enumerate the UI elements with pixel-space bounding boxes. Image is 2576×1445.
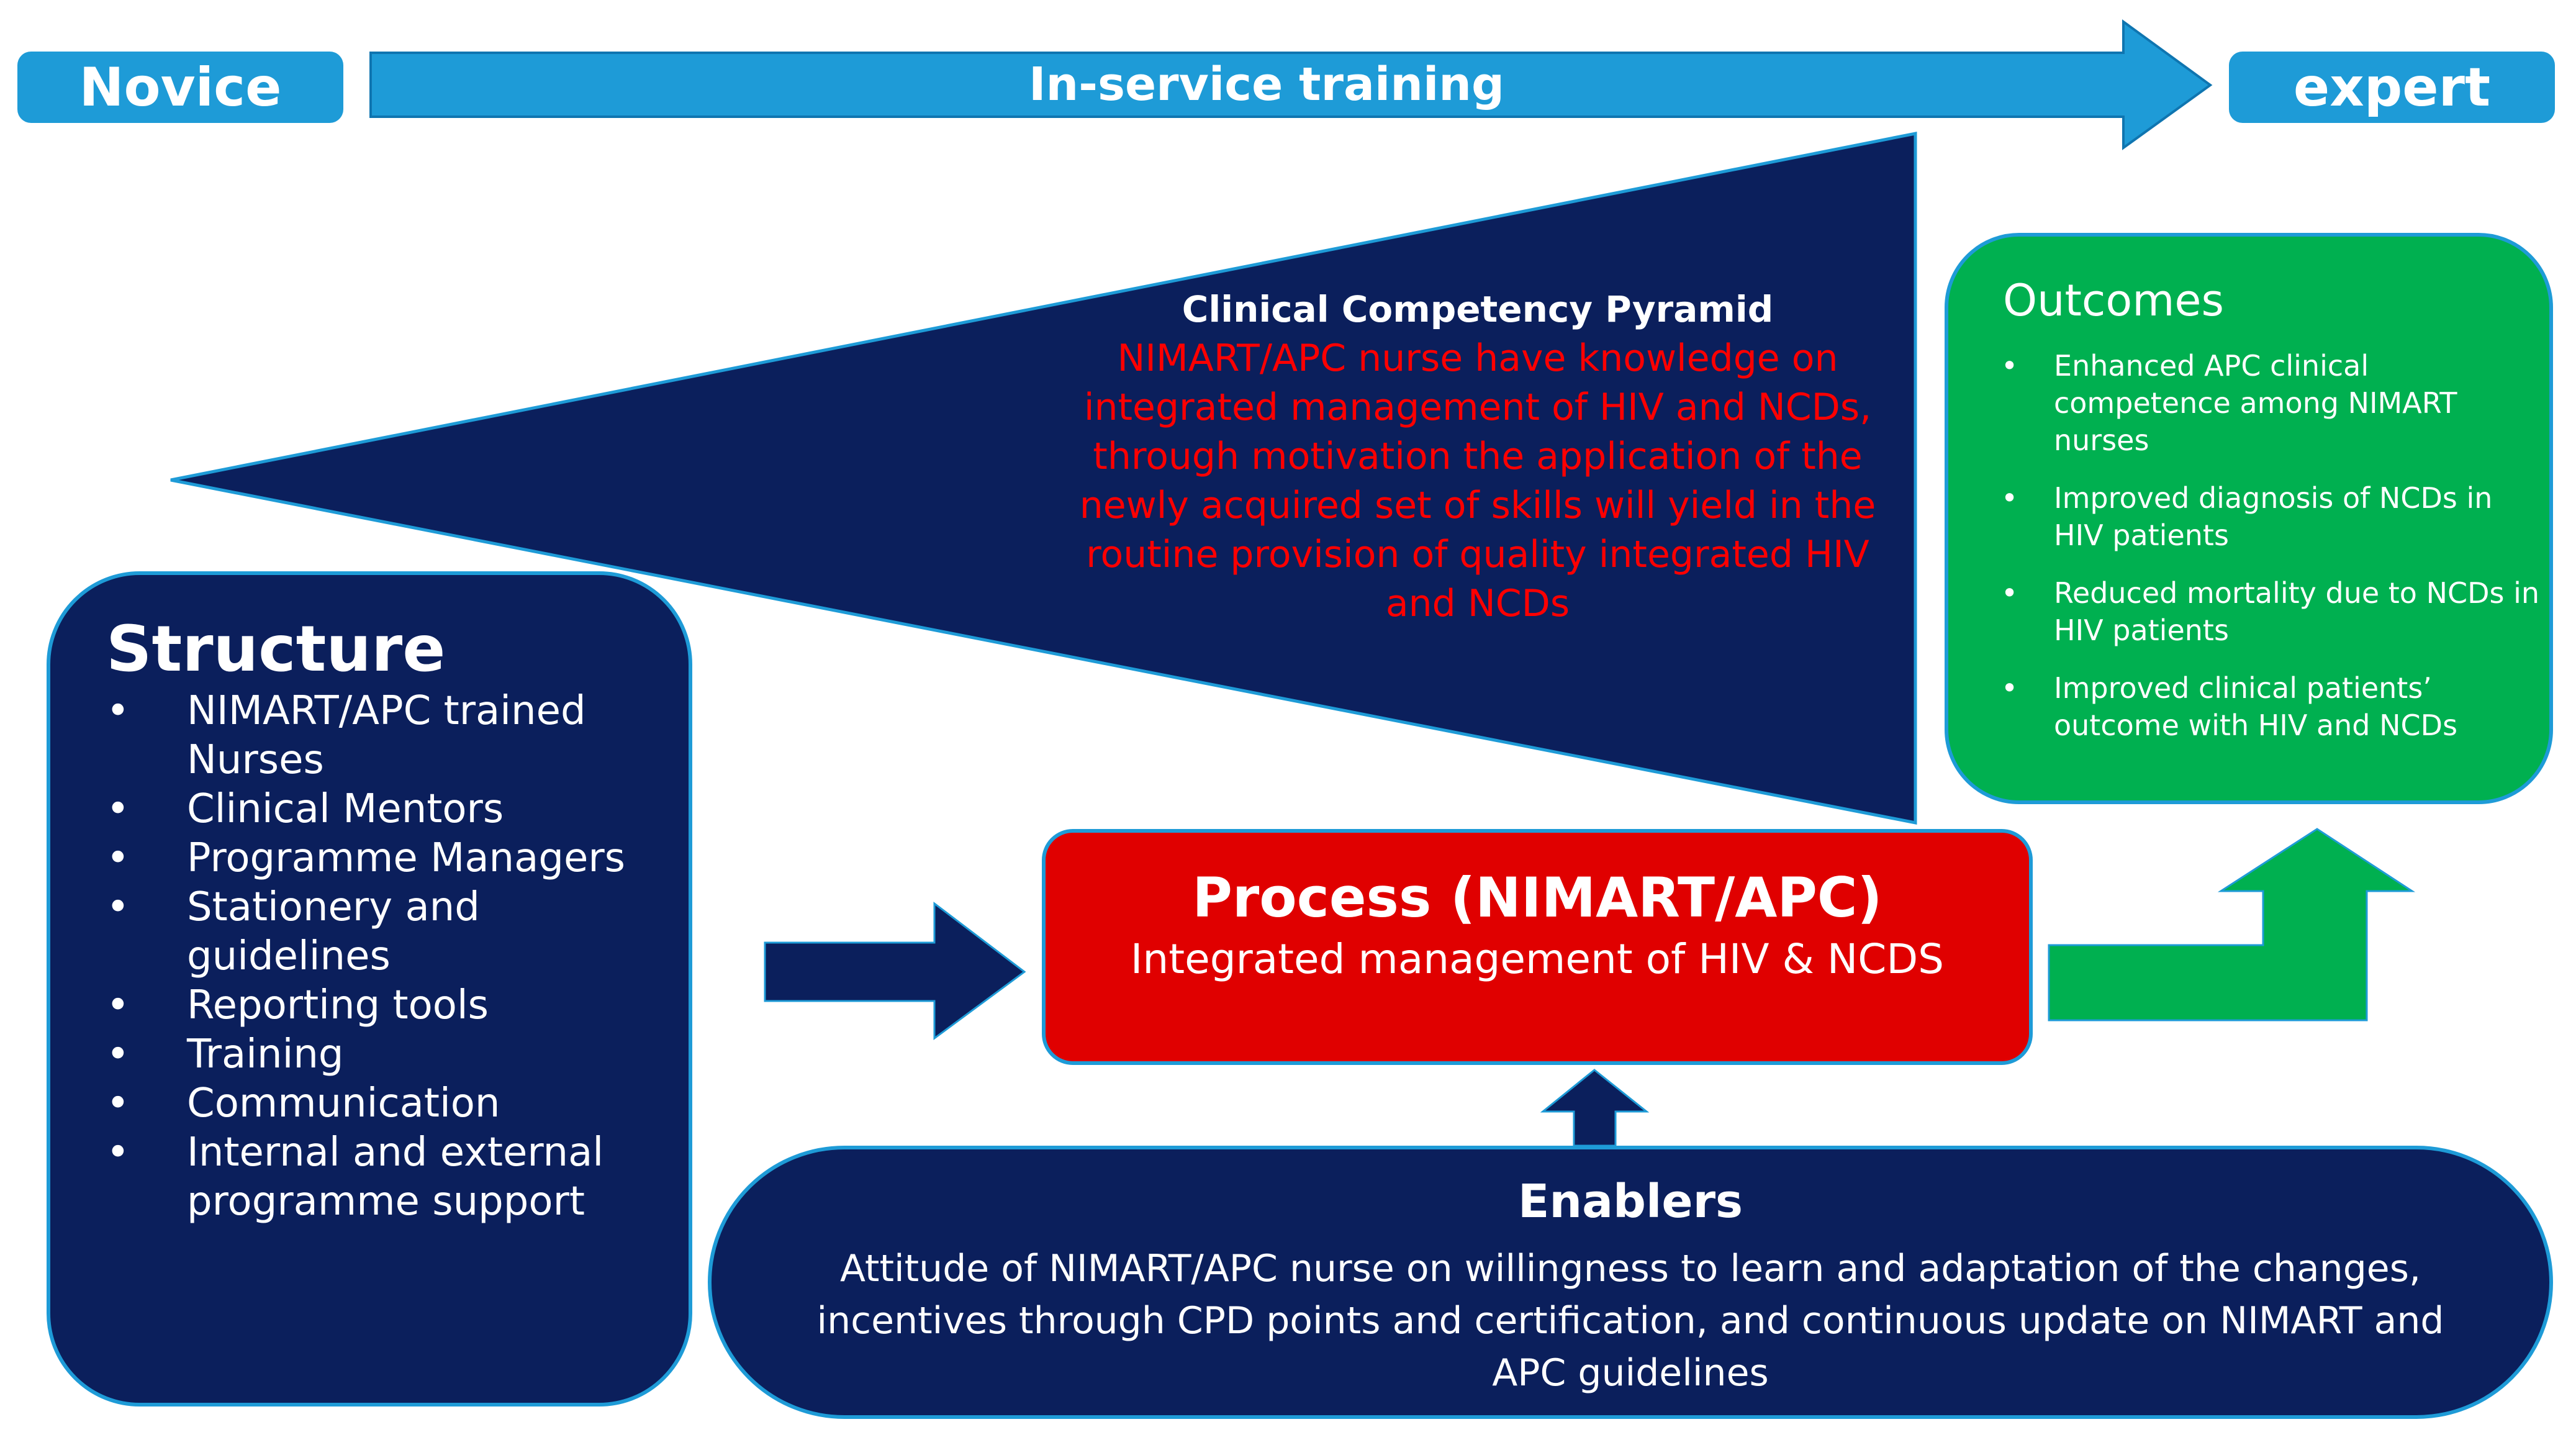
process-to-outcomes-arrow xyxy=(2048,828,2416,1021)
structure-item: Training xyxy=(50,1030,671,1079)
outcome-item: Enhanced APC clinical competence among N… xyxy=(1948,347,2544,459)
expert-label: expert xyxy=(2293,56,2491,119)
enablers-to-process-arrow xyxy=(1540,1069,1650,1147)
outcome-item: Reduced mortality due to NCDs in HIV pat… xyxy=(1948,574,2544,649)
training-label: In-service training xyxy=(1029,58,1504,111)
pyramid-body: NIMART/APC nurse have knowledge on integ… xyxy=(1079,337,1876,625)
enablers-title: Enablers xyxy=(1517,1175,1743,1228)
competency-pyramid xyxy=(170,131,1917,825)
expert-banner: expert xyxy=(2229,52,2555,123)
structure-item: NIMART/APC trained Nurses xyxy=(50,687,671,785)
training-arrow xyxy=(369,19,2213,150)
process-title: Process (NIMART/APC) xyxy=(1192,866,1882,930)
structure-list: NIMART/APC trained Nurses Clinical Mento… xyxy=(50,687,671,1226)
enablers-box: Enablers Attitude of NIMART/APC nurse on… xyxy=(708,1146,2553,1419)
process-box: Process (NIMART/APC) Integrated manageme… xyxy=(1042,829,2033,1065)
structure-to-process-arrow xyxy=(764,901,1026,1040)
structure-title: Structure xyxy=(106,612,446,686)
pyramid-title: Clinical Competency Pyramid xyxy=(1182,288,1774,330)
process-subtitle: Integrated management of HIV & NCDS xyxy=(1130,935,1945,983)
outcome-item: Improved diagnosis of NCDs in HIV patien… xyxy=(1948,479,2544,554)
outcome-item: Improved clinical patients’ outcome with… xyxy=(1948,669,2544,744)
structure-item: Internal and external programme support xyxy=(50,1128,671,1226)
structure-item: Communication xyxy=(50,1079,671,1128)
structure-box: Structure NIMART/APC trained Nurses Clin… xyxy=(47,571,692,1406)
outcomes-list: Enhanced APC clinical competence among N… xyxy=(1948,347,2544,764)
pyramid-text: Clinical Competency Pyramid NIMART/APC n… xyxy=(1055,284,1900,628)
novice-label: Novice xyxy=(79,56,282,119)
enablers-body: Attitude of NIMART/APC nurse on willingn… xyxy=(816,1247,2444,1395)
structure-item: Programme Managers xyxy=(50,834,671,883)
outcomes-title: Outcomes xyxy=(2003,275,2224,326)
structure-item: Stationery and guidelines xyxy=(50,883,671,981)
structure-item: Reporting tools xyxy=(50,981,671,1030)
novice-banner: Novice xyxy=(17,52,343,123)
outcomes-box: Outcomes Enhanced APC clinical competenc… xyxy=(1945,233,2553,804)
structure-item: Clinical Mentors xyxy=(50,785,671,834)
